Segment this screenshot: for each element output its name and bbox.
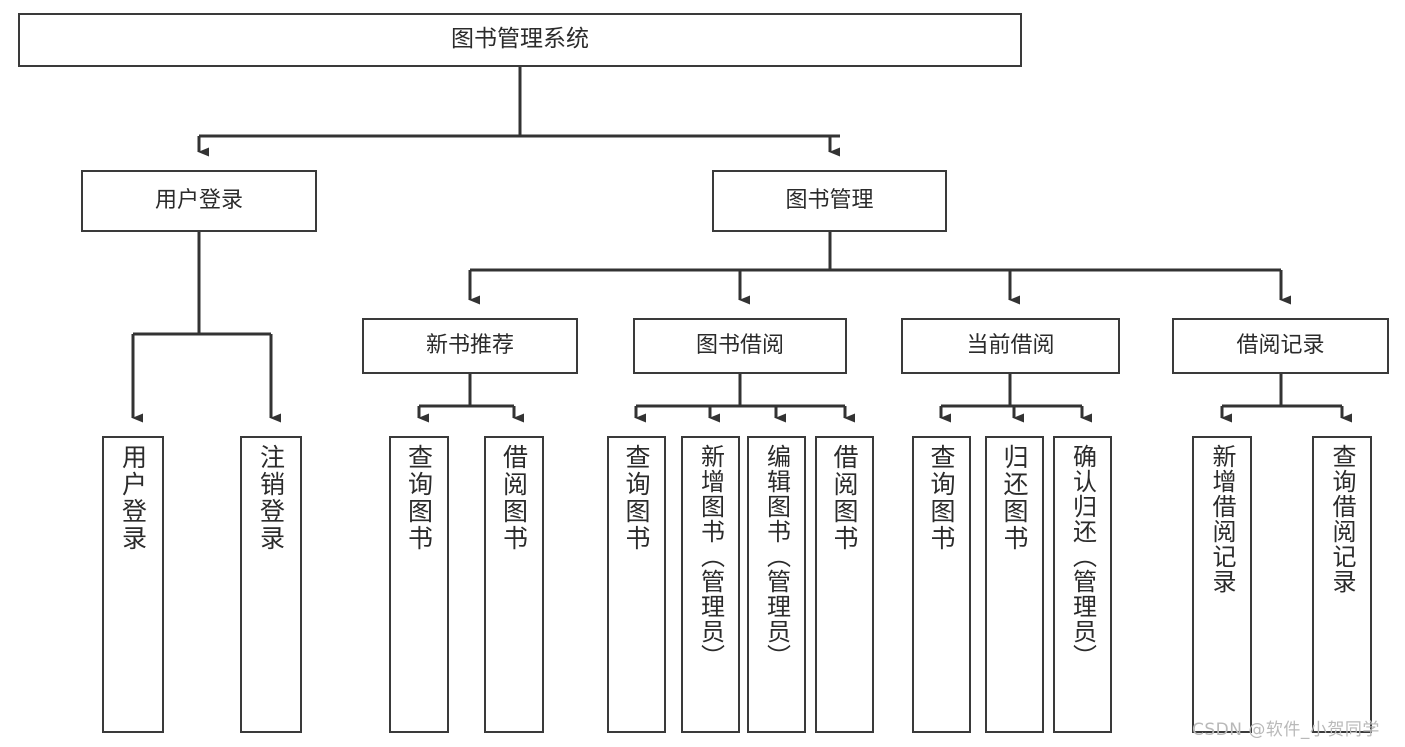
- node-current-borrow[interactable]: 当前借阅: [901, 318, 1120, 374]
- node-borrow-record[interactable]: 借阅记录: [1172, 318, 1389, 374]
- leaf-node[interactable]: 查询借阅记录: [1312, 436, 1372, 733]
- leaf-node-label: 查询图书: [622, 444, 651, 552]
- leaf-node[interactable]: 确认归还（管理员）: [1053, 436, 1112, 733]
- leaf-node-label: 编辑图书（管理员）: [762, 444, 791, 669]
- node-user-login[interactable]: 用户登录: [81, 170, 317, 232]
- leaf-node-label: 归还图书: [1000, 444, 1029, 552]
- leaf-node[interactable]: 编辑图书（管理员）: [747, 436, 806, 733]
- leaf-node-label: 查询借阅记录: [1328, 444, 1356, 594]
- node-borrow-record-label: 借阅记录: [1236, 333, 1325, 359]
- leaf-node[interactable]: 查询图书: [389, 436, 449, 733]
- node-root[interactable]: 图书管理系统: [18, 13, 1022, 67]
- leaf-node[interactable]: 借阅图书: [815, 436, 874, 733]
- node-current-borrow-label: 当前借阅: [966, 333, 1055, 359]
- node-book-manage[interactable]: 图书管理: [712, 170, 947, 232]
- leaf-node-label: 借阅图书: [830, 444, 859, 552]
- leaf-node-label: 新增借阅记录: [1208, 444, 1236, 594]
- leaf-node-label: 用户登录: [118, 444, 148, 552]
- leaf-node[interactable]: 查询图书: [607, 436, 666, 733]
- leaf-node-label: 注销登录: [256, 444, 286, 552]
- leaf-node[interactable]: 新增借阅记录: [1192, 436, 1252, 733]
- node-new-book-recommend[interactable]: 新书推荐: [362, 318, 578, 374]
- leaf-node[interactable]: 用户登录: [102, 436, 164, 733]
- node-user-login-label: 用户登录: [154, 188, 243, 214]
- node-root-label: 图书管理系统: [451, 26, 589, 53]
- leaf-node[interactable]: 查询图书: [912, 436, 971, 733]
- node-new-book-recommend-label: 新书推荐: [425, 333, 514, 359]
- leaf-node-label: 新增图书（管理员）: [696, 444, 725, 669]
- leaf-node[interactable]: 新增图书（管理员）: [681, 436, 740, 733]
- leaf-node[interactable]: 注销登录: [240, 436, 302, 733]
- leaf-node[interactable]: 归还图书: [985, 436, 1044, 733]
- node-book-borrow-label: 图书借阅: [695, 333, 784, 359]
- node-book-manage-label: 图书管理: [785, 188, 874, 214]
- leaf-node-label: 确认归还（管理员）: [1068, 444, 1097, 669]
- leaf-node[interactable]: 借阅图书: [484, 436, 544, 733]
- leaf-node-label: 借阅图书: [499, 444, 529, 552]
- node-book-borrow[interactable]: 图书借阅: [633, 318, 847, 374]
- leaf-node-label: 查询图书: [927, 444, 956, 552]
- leaf-node-label: 查询图书: [404, 444, 434, 552]
